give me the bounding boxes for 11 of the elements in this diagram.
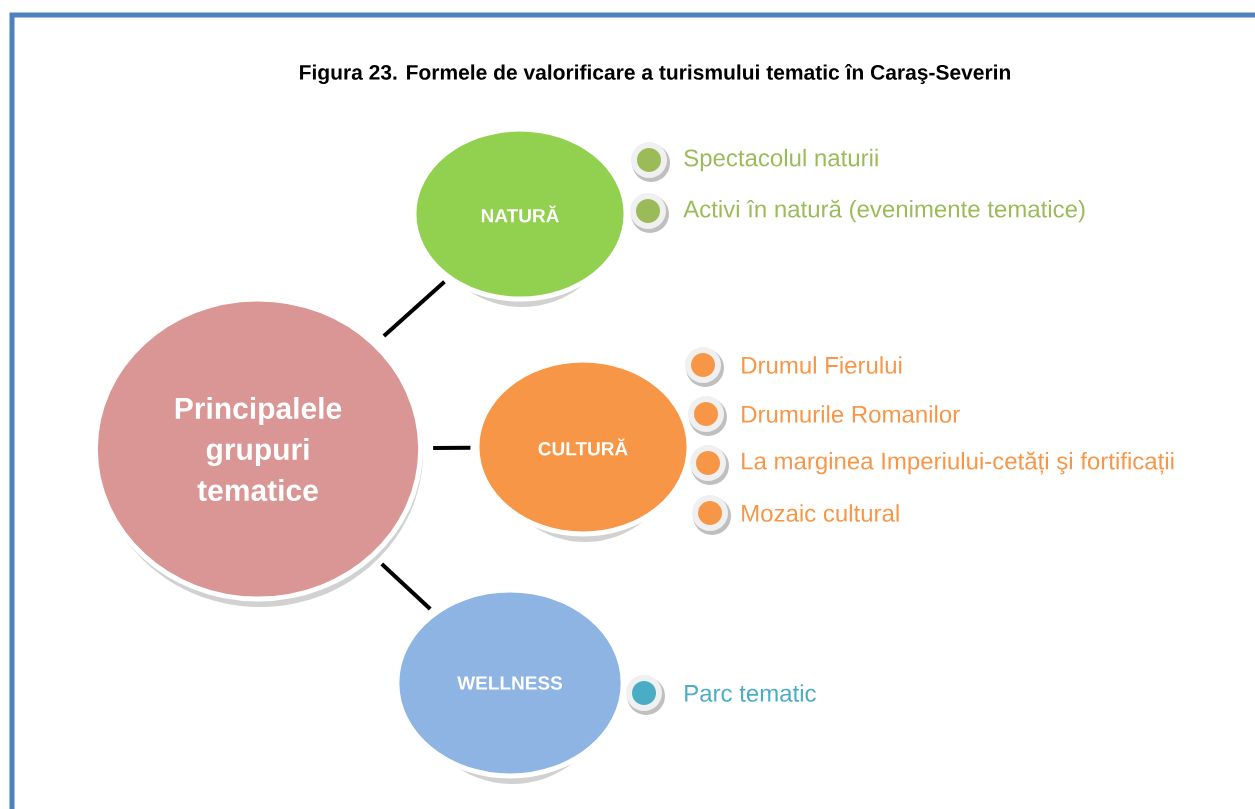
connector-line [382,280,446,338]
list-item-text: Drumul Fierului [742,356,902,374]
connector-line [433,445,471,450]
connector-line [380,562,432,611]
list-item-text: Parc tematic [685,684,816,702]
list-item-text: La marginea Imperiului-cetăți şi fortificații [742,451,1174,475]
list-item-text: Mozaic cultural [742,504,899,522]
list-item-text: Activi în natură (evenimente tematice) [683,199,1085,223]
list-item-text: Drumurile Romanilor [742,405,960,423]
list-item-text: Spectacolul naturii [684,148,878,172]
figure-title: Figura 23. Formele de valorificare a turismului tematic în Caraş-Severin [300,63,1010,85]
